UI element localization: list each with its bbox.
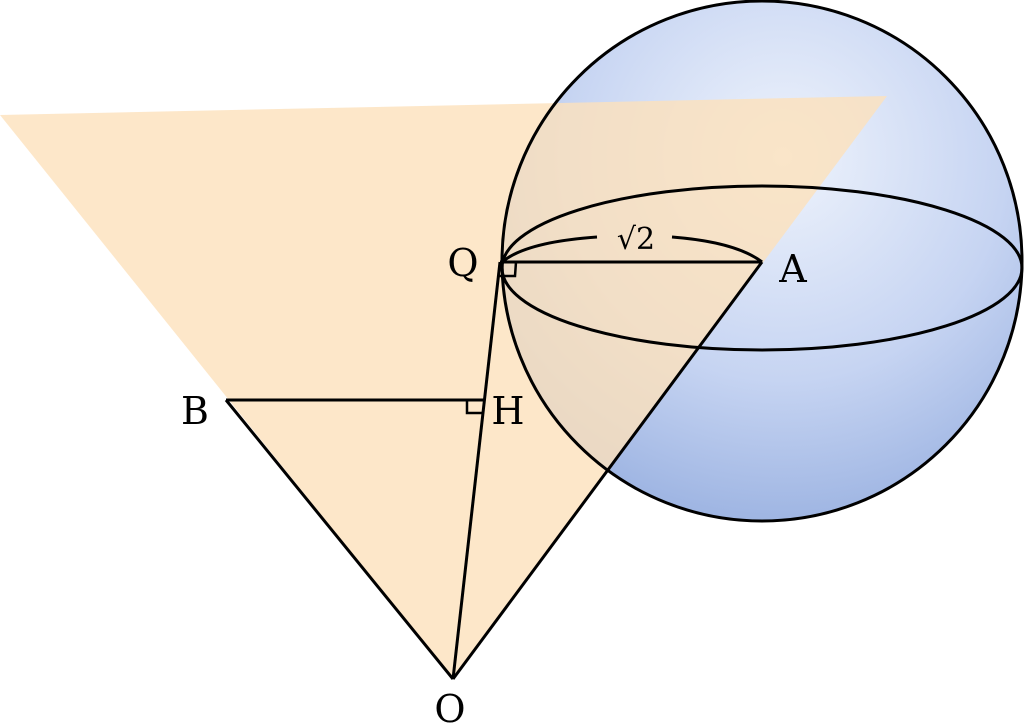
equator-ellipse (500, 184, 1024, 352)
segment-qo (451, 261, 502, 680)
label-b: B (181, 389, 209, 433)
right-angle-mark-h (465, 400, 483, 415)
label-o: O (434, 687, 465, 727)
segment-bo (224, 399, 455, 680)
qa-brace-left (501, 235, 598, 264)
right-angle-mark-q (499, 261, 518, 278)
label-a: A (778, 247, 807, 291)
qa-brace-right (671, 235, 763, 264)
label-h: H (491, 389, 524, 433)
label-q: Q (447, 241, 478, 285)
segment-ao (451, 261, 764, 680)
plane (0, 96, 887, 679)
label-qa-length: √2 (617, 222, 655, 257)
